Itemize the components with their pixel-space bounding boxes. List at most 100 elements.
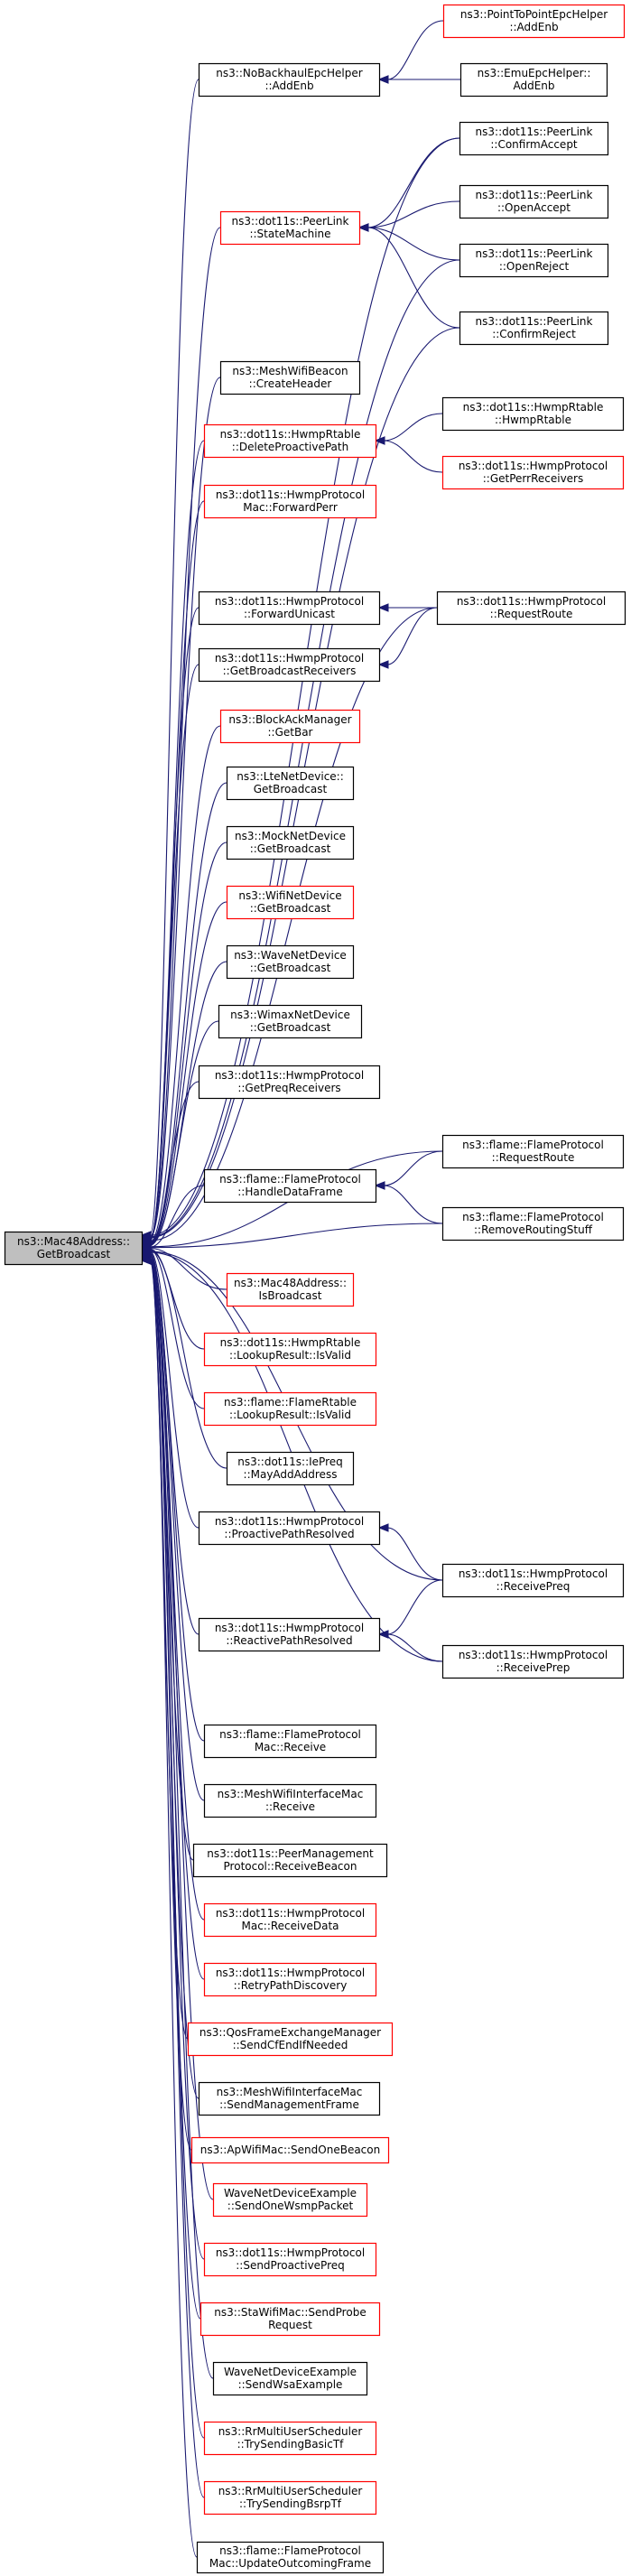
node-label-line: ns3::flame::FlameProtocol bbox=[462, 1139, 604, 1151]
node-hwmplookup[interactable]: ns3::dot11s::HwmpRtable::LookupResult::I… bbox=[203, 1332, 377, 1367]
node-label-line: ns3::QosFrameExchangeManager bbox=[200, 2026, 381, 2039]
node-box bbox=[203, 1783, 377, 1818]
node-flamehandle[interactable]: ns3::flame::FlameProtocol::HandleDataFra… bbox=[203, 1168, 377, 1204]
node-blockack[interactable]: ns3::BlockAckManager::GetBar bbox=[219, 709, 361, 744]
node-flamelookup[interactable]: ns3::flame::FlameRtable::LookupResult::I… bbox=[203, 1391, 377, 1427]
node-box bbox=[198, 1065, 381, 1100]
node-rrbsrptf[interactable]: ns3::RrMultiUserScheduler::TrySendingBsr… bbox=[203, 2480, 377, 2516]
node-label-line: ::SendWsaExample bbox=[238, 2378, 343, 2391]
node-meshbeacon[interactable]: ns3::MeshWifiBeacon::CreateHeader bbox=[219, 360, 361, 395]
node-reactiveresolved[interactable]: ns3::dot11s::HwmpProtocol::ReactivePathR… bbox=[198, 1617, 381, 1652]
node-emuepc[interactable]: ns3::EmuEpcHelper::AddEnb bbox=[459, 62, 608, 98]
node-label-line: GetBroadcast bbox=[254, 783, 328, 795]
node-box bbox=[441, 1644, 625, 1679]
node-label-line: ns3::BlockAckManager bbox=[228, 713, 351, 726]
node-label-line: ns3::dot11s::PeerLink bbox=[232, 215, 349, 228]
node-label-line: Mac::ReceiveData bbox=[241, 1920, 339, 1932]
node-plconfirmaccept[interactable]: ns3::dot11s::PeerLink::ConfirmAccept bbox=[459, 121, 609, 156]
node-qosframe[interactable]: ns3::QosFrameExchangeManager::SendCfEndI… bbox=[187, 2022, 394, 2057]
node-sendproactivepreq[interactable]: ns3::dot11s::HwmpProtocol::SendProactive… bbox=[203, 2242, 377, 2277]
node-plstatemachine[interactable]: ns3::dot11s::PeerLink::StateMachine bbox=[219, 210, 361, 246]
node-flamereqroute[interactable]: ns3::flame::FlameProtocol::RequestRoute bbox=[441, 1134, 625, 1169]
node-label-line: ::GetBroadcastReceivers bbox=[223, 665, 357, 677]
node-box bbox=[196, 2541, 385, 2574]
node-fwdperr[interactable]: ns3::dot11s::HwmpProtocolMac::ForwardPer… bbox=[203, 484, 377, 519]
node-mocknetdev[interactable]: ns3::MockNetDevice::GetBroadcast bbox=[226, 825, 355, 860]
node-label-line: ns3::MeshWifiInterfaceMac bbox=[217, 2086, 363, 2098]
node-label-line: ::ForwardUnicast bbox=[244, 608, 335, 620]
node-hwmpreqroute[interactable]: ns3::dot11s::HwmpProtocol::RequestRoute bbox=[436, 591, 626, 626]
node-hwmpmacrecvdata[interactable]: ns3::dot11s::HwmpProtocolMac::ReceiveDat… bbox=[203, 1902, 377, 1938]
node-apwifi[interactable]: ns3::ApWifiMac::SendOneBeacon bbox=[190, 2136, 390, 2164]
node-box bbox=[203, 484, 377, 519]
node-iepreq[interactable]: ns3::dot11s::IePreq::MayAddAddress bbox=[226, 1451, 355, 1486]
node-label-line: ns3::dot11s::HwmpProtocol bbox=[215, 1515, 364, 1528]
node-flameremove[interactable]: ns3::flame::FlameProtocol::RemoveRouting… bbox=[441, 1206, 625, 1242]
node-label-line: ns3::dot11s::HwmpProtocol bbox=[215, 1622, 364, 1634]
node-wavenetdev[interactable]: ns3::WaveNetDevice::GetBroadcast bbox=[226, 944, 355, 980]
node-p2pepc[interactable]: ns3::PointToPointEpcHelper::AddEnb bbox=[442, 4, 626, 39]
node-label-line: Mac::Receive bbox=[255, 1741, 326, 1753]
node-box bbox=[192, 1843, 388, 1878]
node-getpreq[interactable]: ns3::dot11s::HwmpProtocol::GetPreqReceiv… bbox=[198, 1065, 381, 1100]
node-wavewsmp[interactable]: WaveNetDeviceExample::SendOneWsmpPacket bbox=[212, 2182, 368, 2218]
node-wavewsa[interactable]: WaveNetDeviceExample::SendWsaExample bbox=[212, 2361, 368, 2396]
node-label-line: ::SendCfEndIfNeeded bbox=[233, 2039, 348, 2051]
node-label-line: ns3::dot11s::HwmpRtable bbox=[220, 1336, 361, 1349]
node-plopenaccept[interactable]: ns3::dot11s::PeerLink::OpenAccept bbox=[459, 184, 609, 219]
node-box bbox=[219, 210, 361, 246]
node-receivepreq[interactable]: ns3::dot11s::HwmpProtocol::ReceivePreq bbox=[441, 1563, 625, 1598]
node-getperr[interactable]: ns3::dot11s::HwmpProtocol::GetPerrReceiv… bbox=[441, 455, 625, 490]
node-box bbox=[212, 2182, 368, 2218]
node-root[interactable]: ns3::Mac48Address::GetBroadcast bbox=[4, 1231, 144, 1266]
node-wifinetdev[interactable]: ns3::WifiNetDevice::GetBroadcast bbox=[226, 885, 355, 920]
node-label-line: ::ConfirmReject bbox=[492, 328, 576, 340]
node-receiveprep[interactable]: ns3::dot11s::HwmpProtocol::ReceivePrep bbox=[441, 1644, 625, 1679]
node-label-line: ns3::dot11s::HwmpProtocol bbox=[215, 652, 364, 665]
node-fwdunicast[interactable]: ns3::dot11s::HwmpProtocol::ForwardUnicas… bbox=[198, 591, 381, 626]
node-box bbox=[436, 591, 626, 626]
node-delproactive[interactable]: ns3::dot11s::HwmpRtable::DeleteProactive… bbox=[203, 423, 377, 459]
node-label-line: ::TrySendingBsrpTf bbox=[239, 2497, 342, 2510]
node-peermgmtbeacon[interactable]: ns3::dot11s::PeerManagementProtocol::Rec… bbox=[192, 1843, 388, 1878]
node-proactiveresolved[interactable]: ns3::dot11s::HwmpProtocol::ProactivePath… bbox=[198, 1511, 381, 1546]
node-label-line: ns3::dot11s::HwmpProtocol bbox=[216, 1907, 365, 1920]
node-nobackhaul[interactable]: ns3::NoBackhaulEpcHelper::AddEnb bbox=[198, 62, 381, 98]
node-label-line: Request bbox=[268, 2319, 312, 2331]
node-label-line: ::OpenAccept bbox=[497, 201, 571, 214]
node-label-line: ns3::WaveNetDevice bbox=[234, 949, 347, 962]
node-getbcastrecv[interactable]: ns3::dot11s::HwmpProtocol::GetBroadcastR… bbox=[198, 647, 381, 683]
node-plopenreject[interactable]: ns3::dot11s::PeerLink::OpenReject bbox=[459, 243, 609, 278]
node-box bbox=[441, 455, 625, 490]
node-meshifacereceive[interactable]: ns3::MeshWifiInterfaceMac::Receive bbox=[203, 1783, 377, 1818]
node-rrbasictf[interactable]: ns3::RrMultiUserScheduler::TrySendingBas… bbox=[203, 2421, 377, 2456]
node-label-line: ::Receive bbox=[265, 1800, 315, 1813]
node-label-line: ns3::dot11s::IePreq bbox=[237, 1455, 342, 1468]
node-label-line: ns3::flame::FlameProtocol bbox=[462, 1211, 604, 1223]
node-hwmprtable[interactable]: ns3::dot11s::HwmpRtable::HwmpRtable bbox=[441, 396, 625, 432]
node-retrypath[interactable]: ns3::dot11s::HwmpProtocol::RetryPathDisc… bbox=[203, 1962, 377, 1997]
node-flameupdate[interactable]: ns3::flame::FlameProtocolMac::UpdateOutc… bbox=[196, 2541, 385, 2574]
node-label-line: ::TrySendingBasicTf bbox=[237, 2438, 345, 2450]
node-label-line: ::MayAddAddress bbox=[244, 1468, 338, 1481]
node-label-line: ns3::dot11s::HwmpProtocol bbox=[216, 2246, 365, 2259]
node-ltenetdev[interactable]: ns3::LteNetDevice::GetBroadcast bbox=[226, 766, 355, 801]
node-wimaxnetdev[interactable]: ns3::WimaxNetDevice::GetBroadcast bbox=[218, 1004, 363, 1039]
edge-plopenreject-to-plstatemachine bbox=[357, 223, 460, 261]
node-label-line: ns3::dot11s::HwmpProtocol bbox=[459, 1567, 608, 1580]
edge-flamelookup-to-root bbox=[140, 1245, 205, 1409]
node-plconfirmreject[interactable]: ns3::dot11s::PeerLink::ConfirmReject bbox=[459, 311, 609, 346]
node-label-line: ns3::dot11s::HwmpProtocol bbox=[215, 1069, 364, 1082]
node-label-line: ns3::Mac48Address:: bbox=[234, 1277, 347, 1289]
node-label-line: ::HandleDataFrame bbox=[237, 1186, 342, 1198]
node-label-line: ns3::ApWifiMac::SendOneBeacon bbox=[200, 2144, 380, 2156]
node-label-line: GetBroadcast bbox=[37, 1248, 111, 1260]
node-label-line: ns3::MeshWifiBeacon bbox=[232, 365, 348, 377]
node-isbroadcast[interactable]: ns3::Mac48Address::IsBroadcast bbox=[226, 1272, 355, 1307]
node-meshifacemgmt[interactable]: ns3::MeshWifiInterfaceMac::SendManagemen… bbox=[198, 2081, 381, 2116]
node-label-line: ns3::StaWifiMac::SendProbe bbox=[214, 2306, 366, 2319]
node-box bbox=[190, 2136, 390, 2164]
